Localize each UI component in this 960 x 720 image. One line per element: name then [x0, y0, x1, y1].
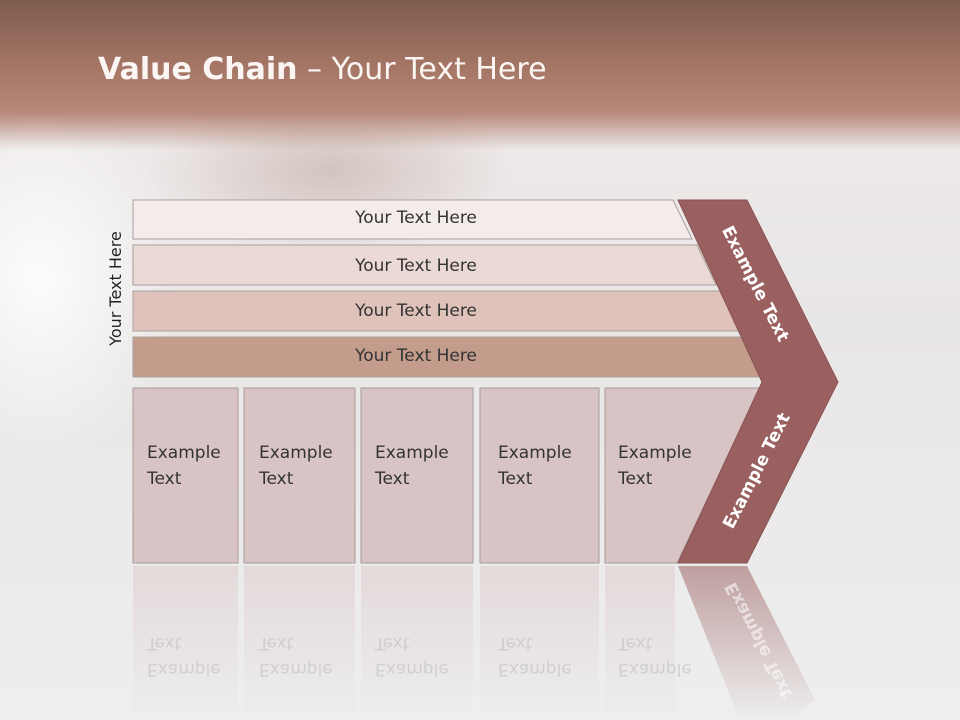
primary-box-4	[479, 387, 600, 564]
box-5-line1: Example	[618, 443, 692, 463]
support-bar-2	[132, 244, 717, 286]
primary-box-5	[604, 387, 761, 564]
box-reflection-4	[480, 566, 599, 720]
box-2-line2: Text	[259, 469, 294, 489]
box-reflection-2	[244, 566, 355, 720]
title-rest: – Your Text Here	[297, 52, 547, 87]
box-3-line1: Example	[375, 443, 449, 463]
box-3-line2: Text	[375, 469, 410, 489]
box-2-line1: Example	[259, 443, 333, 463]
box-reflection-3	[361, 566, 473, 720]
primary-box-1	[132, 387, 239, 564]
support-bar-label-3: Your Text Here	[355, 301, 477, 321]
box-5-line2: Text	[618, 469, 653, 489]
support-bar-1	[132, 199, 693, 240]
margin-arrow	[677, 199, 839, 564]
support-bar-label-1: Your Text Here	[355, 208, 477, 228]
box-1-line1: Example	[147, 443, 221, 463]
box-reflection-1	[133, 566, 238, 720]
support-bar-label-2: Your Text Here	[355, 256, 477, 276]
box-reflection-5	[605, 566, 675, 720]
box-1-line2: Text	[147, 469, 182, 489]
box-4-line2: Text	[498, 469, 533, 489]
box-4-line1: Example	[498, 443, 572, 463]
slide-title: Value Chain – Your Text Here	[98, 52, 547, 87]
support-bar-label-4: Your Text Here	[355, 346, 477, 366]
primary-box-2	[243, 387, 356, 564]
header-band	[0, 0, 960, 150]
margin-arrow-reflection	[678, 566, 815, 720]
primary-box-3	[360, 387, 474, 564]
title-bold: Value Chain	[98, 52, 298, 87]
